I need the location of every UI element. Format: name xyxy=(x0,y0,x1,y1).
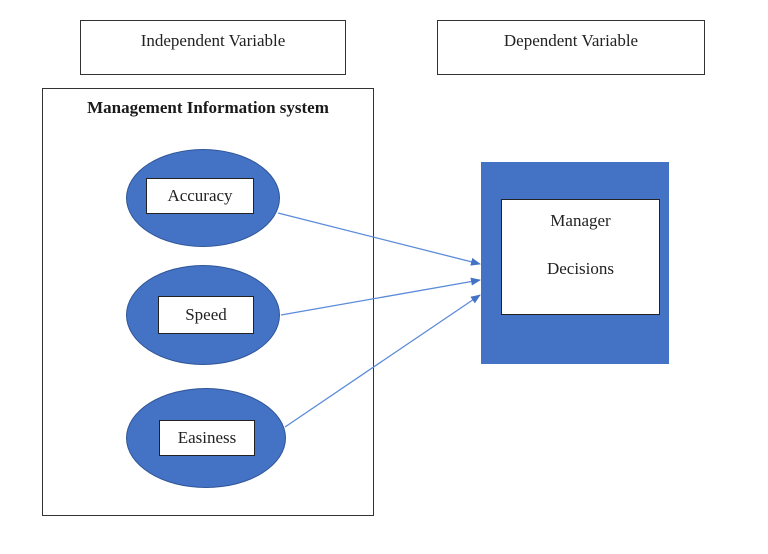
decisions-line: Decisions xyxy=(546,259,615,278)
manager-decisions-inner: Manager Decisions xyxy=(501,199,660,315)
accuracy-label: Accuracy xyxy=(146,178,254,214)
manager-line: Manager xyxy=(550,211,611,230)
independent-variable-label: Independent Variable xyxy=(140,31,286,50)
easiness-label: Easiness xyxy=(159,420,255,456)
dependent-variable-label: Dependent Variable xyxy=(503,31,639,50)
dependent-variable-header: Dependent Variable xyxy=(437,20,705,75)
independent-variable-header: Independent Variable xyxy=(80,20,346,75)
group-title: Management Information system xyxy=(87,98,329,117)
speed-label: Speed xyxy=(158,296,254,334)
